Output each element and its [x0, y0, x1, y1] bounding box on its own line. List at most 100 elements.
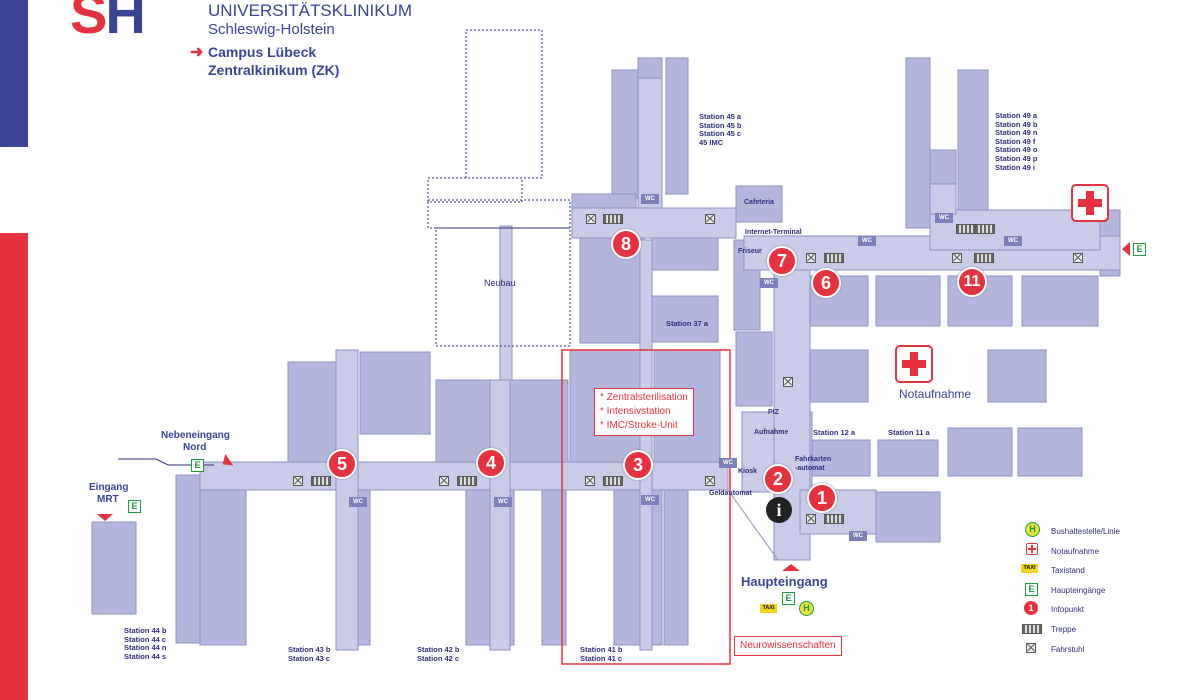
main-entrance-label: Haupteingang	[741, 574, 828, 589]
legend-taxi-icon: TAXI	[1021, 564, 1038, 573]
elevator-icon	[585, 476, 595, 486]
legend-emergency-icon	[1026, 543, 1038, 555]
elevator-icon	[439, 476, 449, 486]
legend-entrance-icon: E	[1025, 583, 1038, 596]
kiosk-label: Kiosk	[738, 468, 758, 475]
uksh-logo: SH	[70, 0, 146, 45]
stairs-icon	[603, 214, 623, 224]
mrt-entrance-label-2: MRT	[97, 494, 119, 505]
entrance-arrow-icon	[97, 514, 113, 521]
info-point-marker-4[interactable]: 4	[476, 448, 506, 478]
stairs-icon	[311, 476, 331, 486]
stairs-icon	[975, 224, 995, 234]
atm-label: Geldautomat	[709, 490, 752, 497]
elevator-icon	[952, 253, 962, 263]
info-point-marker-7[interactable]: 7	[767, 246, 797, 276]
bus-stop-icon: H	[799, 601, 814, 616]
wc-icon: WC	[641, 495, 659, 505]
ticket-machine-label-2: -automat	[795, 465, 825, 472]
elevator-icon	[806, 253, 816, 263]
legend-bus-label: Bushaltestelle/Linie	[1051, 527, 1120, 536]
entrance-icon: E	[1133, 243, 1146, 256]
legend-emergency-label: Notaufnahme	[1051, 547, 1100, 556]
elevator-icon	[586, 214, 596, 224]
department-callout: * Zentralsterilisation * Intensivstation…	[594, 388, 694, 436]
mrt-entrance-label: Eingang	[89, 482, 129, 493]
entrance-icon: E	[191, 459, 204, 472]
brand-bar-red	[0, 233, 28, 700]
entrance-arrow-icon	[782, 564, 800, 571]
elevator-icon	[806, 514, 816, 524]
entrance-arrow-icon	[1122, 242, 1130, 256]
elevator-icon	[705, 214, 715, 224]
elevator-icon	[293, 476, 303, 486]
elevator-icon	[705, 476, 715, 486]
emergency-cross-icon	[1071, 184, 1109, 222]
entrance-icon: E	[128, 500, 141, 513]
info-point-marker-2[interactable]: 2	[763, 464, 793, 494]
wc-icon: WC	[935, 213, 953, 223]
legend-taxi-label: Taxistand	[1051, 566, 1085, 575]
wc-icon: WC	[494, 497, 512, 507]
station-37a-label: Station 37 a	[666, 319, 709, 328]
side-entrance-label-2: Nord	[183, 442, 207, 453]
legend-stairs-label: Treppe	[1051, 625, 1077, 634]
building-name: Zentralkinikum (ZK)	[208, 62, 340, 78]
org-region: Schleswig-Holstein	[208, 21, 335, 38]
internet-terminal-label: Internet-Terminal	[745, 229, 802, 236]
wc-icon: WC	[719, 458, 737, 468]
stairs-icon	[824, 253, 844, 263]
legend-stairs-icon	[1022, 624, 1042, 634]
wc-icon: WC	[760, 278, 778, 288]
stairs-icon	[956, 224, 976, 234]
side-entrance-label: Nebeneingang	[161, 430, 230, 441]
info-point-marker-3[interactable]: 3	[623, 450, 653, 480]
entrance-icon: E	[782, 592, 795, 605]
station-12a-label: Station 12 a	[813, 428, 856, 437]
legend-elevator-label: Fahrstuhl	[1051, 645, 1085, 654]
wc-icon: WC	[641, 194, 659, 204]
brand-bar-blue	[0, 0, 28, 147]
legend-entrance-label: Haupteingänge	[1051, 586, 1106, 595]
info-point-marker-6[interactable]: 6	[811, 268, 841, 298]
info-point-marker-8[interactable]: 8	[611, 229, 641, 259]
stairs-icon	[824, 514, 844, 524]
aufnahme-label: Aufnahme	[754, 429, 789, 436]
emergency-cross-icon	[895, 345, 933, 383]
piz-label: PIZ	[768, 409, 779, 416]
station-11a-label: Station 11 a	[888, 428, 930, 437]
wc-icon: WC	[849, 531, 867, 541]
campus-name: Campus Lübeck	[208, 44, 317, 60]
legend-info-point-icon: 1	[1024, 601, 1038, 615]
org-name: UNIVERSITÄTSKLINIKUM	[208, 1, 413, 20]
ticket-machine-label: Fahrkarten	[795, 456, 832, 463]
neubau-label: Neubau	[484, 278, 516, 288]
legend-bus-stop-icon: H	[1025, 522, 1040, 537]
info-point-marker-11[interactable]: 11	[957, 267, 987, 297]
wc-icon: WC	[1004, 236, 1022, 246]
cafeteria-label: Cafeteria	[744, 199, 774, 206]
emergency-label: Notaufnahme	[899, 387, 972, 401]
info-point-marker-1[interactable]: 1	[807, 483, 837, 513]
stairs-icon	[603, 476, 623, 486]
wc-icon: WC	[858, 236, 876, 246]
info-icon[interactable]: i	[766, 497, 792, 523]
arrow-right-icon: ➜	[190, 44, 204, 61]
stairs-icon	[457, 476, 477, 486]
friseur-label: Friseur	[738, 248, 762, 255]
info-point-marker-5[interactable]: 5	[327, 449, 357, 479]
taxi-icon: TAXI	[760, 604, 777, 613]
legend-elevator-icon	[1026, 643, 1036, 653]
stairs-icon	[974, 253, 994, 263]
wc-icon: WC	[349, 497, 367, 507]
elevator-icon	[1073, 253, 1083, 263]
elevator-icon	[783, 377, 793, 387]
legend-info-point-label: Infopunkt	[1051, 605, 1084, 614]
